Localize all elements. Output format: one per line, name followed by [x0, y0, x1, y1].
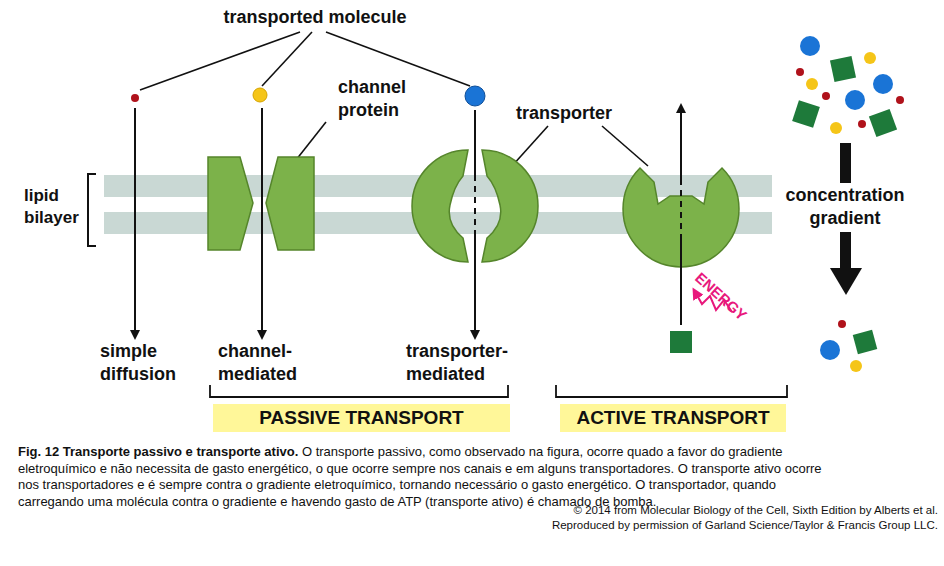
caption-block: Fig. 12 Transporte passivo e transporte … — [18, 444, 838, 510]
transport-box: ACTIVE TRANSPORT — [560, 404, 786, 432]
leader-lines — [140, 32, 648, 166]
figure-label: concentration gradient — [770, 184, 920, 231]
figure-label: channel-mediated — [218, 340, 318, 387]
figure-label: ENERGY — [691, 268, 771, 343]
figure-label: channel protein — [338, 76, 433, 123]
gradient-molecules-low — [820, 320, 877, 372]
figure-label: lipid bilayer — [24, 185, 86, 229]
transport-box: PASSIVE TRANSPORT — [213, 404, 510, 432]
active-molecule — [670, 331, 692, 353]
box-label: PASSIVE TRANSPORT — [259, 407, 463, 429]
figure-label: transporter-mediated — [406, 340, 526, 387]
molecules — [131, 86, 485, 106]
figure-label: transported molecule — [200, 6, 430, 29]
box-label: ACTIVE TRANSPORT — [576, 407, 769, 429]
figure-label: simple diffusion — [100, 340, 186, 387]
bilayer-bracket — [88, 174, 96, 246]
figure-label: Reproduced by permission of Garland Scie… — [440, 518, 938, 533]
figure-label: © 2014 from Molecular Biology of the Cel… — [440, 503, 938, 518]
figure-label: transporter — [516, 102, 636, 125]
figure-title: Fig. 12 Transporte passivo e transporte … — [18, 444, 298, 459]
flow-arrows — [135, 105, 681, 338]
gradient-molecules-high — [792, 36, 904, 137]
group-brackets — [210, 385, 787, 397]
